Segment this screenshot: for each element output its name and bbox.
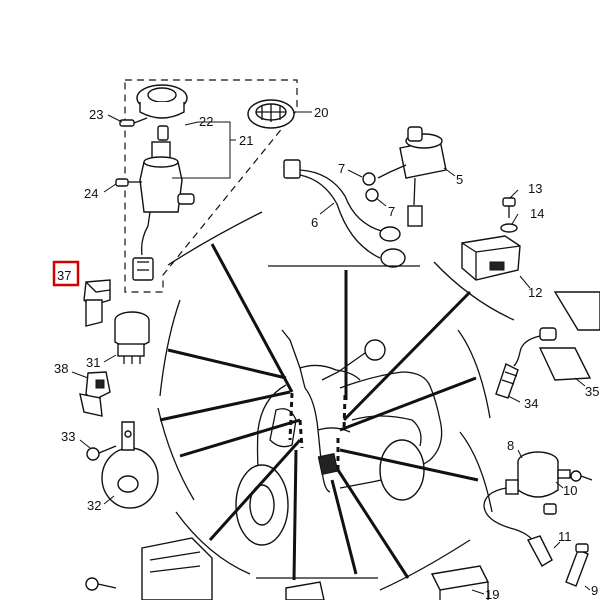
label-7a: 7 (338, 161, 345, 176)
part-14-washer[interactable] (500, 223, 518, 233)
part-5-coil[interactable] (377, 126, 447, 227)
label-31: 31 (86, 355, 100, 370)
part-38-unit[interactable] (79, 371, 111, 417)
part-6-harness[interactable] (283, 159, 406, 268)
label-23: 23 (89, 107, 103, 122)
part-bottom-center[interactable] (285, 581, 325, 601)
label-10: 10 (563, 483, 577, 498)
separator-arcs (157, 211, 515, 591)
part-37-relay[interactable] (83, 279, 111, 327)
part-21-valve[interactable] (132, 141, 195, 281)
label-8: 8 (507, 438, 514, 453)
part-33-bolt[interactable] (86, 445, 117, 461)
label-37: 37 (57, 268, 71, 283)
label-9: 9 (591, 583, 598, 598)
label-14: 14 (530, 206, 544, 221)
label-5: 5 (456, 172, 463, 187)
label-11: 11 (558, 529, 572, 544)
part-labels: 23 22 21 20 24 7 7 5 6 13 14 12 37 31 38… (54, 105, 599, 602)
label-21: 21 (239, 133, 253, 148)
label-19: 19 (485, 587, 499, 600)
label-22: 22 (199, 114, 213, 129)
label-24: 24 (84, 186, 98, 201)
part-8-ignition-coil[interactable] (483, 451, 571, 567)
label-33: 33 (61, 429, 75, 444)
part-10-bolt[interactable] (570, 470, 593, 482)
label-35: 35 (585, 384, 599, 399)
part-20-grommet[interactable] (247, 99, 295, 129)
pointer-lines (159, 243, 479, 581)
label-38: 38 (54, 361, 68, 376)
highlight-box-37 (52, 260, 80, 287)
label-6: 6 (311, 215, 318, 230)
part-bottom-ecu[interactable] (85, 537, 213, 601)
part-24-screw[interactable] (115, 178, 142, 187)
label-12: 12 (528, 285, 542, 300)
part-31-relay[interactable] (114, 311, 150, 364)
group-outline (124, 79, 298, 293)
part-23-screw[interactable] (119, 117, 148, 127)
label-32: 32 (87, 498, 101, 513)
part-19-bracket[interactable] (430, 565, 490, 600)
part-22-cap[interactable] (136, 84, 188, 141)
part-9-plug[interactable] (565, 543, 589, 587)
part-32-horn[interactable] (101, 421, 159, 509)
part-13-bolt[interactable] (502, 197, 516, 218)
part-34-sensor[interactable] (495, 327, 557, 399)
part-12-relay[interactable] (461, 235, 521, 281)
label-34: 34 (524, 396, 538, 411)
label-7b: 7 (388, 204, 395, 219)
label-13: 13 (528, 181, 542, 196)
location-markers (288, 392, 347, 470)
label-20: 20 (314, 105, 328, 120)
scooter-outline (235, 329, 443, 546)
part-7-bolt[interactable] (347, 169, 387, 207)
part-35-plate[interactable] (538, 291, 600, 381)
